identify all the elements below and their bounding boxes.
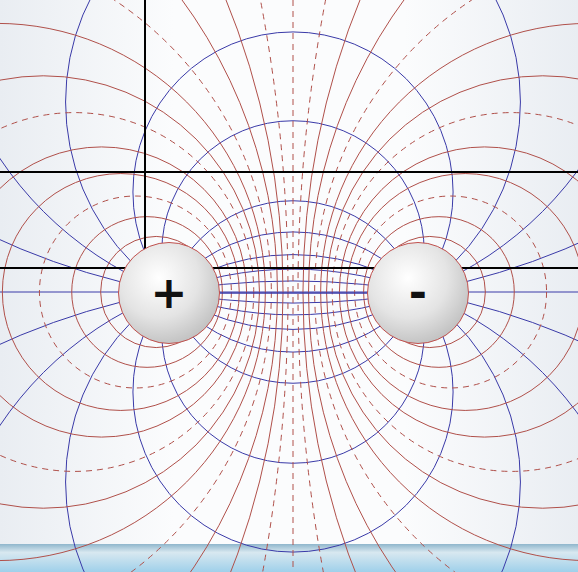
equipotential-line [355,196,547,388]
equipotential-line [72,217,223,368]
equipotential-line [0,147,247,437]
equipotential-line [0,0,283,572]
equipotential-line [347,174,578,411]
positive-charge: + [118,242,220,344]
field-line [0,281,578,572]
midplane-line [293,0,294,572]
equipotential-line [315,0,578,572]
equipotential-line [309,0,578,572]
equipotential-line [327,76,578,508]
equipotential-line [303,0,578,572]
equipotential-line [0,0,277,572]
equipotential-line [0,0,288,572]
field-line [0,292,578,293]
charge-sign: - [409,271,427,315]
equipotential-line [0,0,271,572]
guide-line [0,171,578,173]
equipotential-line [321,23,578,560]
equipotential-line [364,217,515,368]
floor-band [0,544,578,572]
guide-line [0,267,578,269]
guide-line [144,0,146,268]
equipotential-line [0,23,265,560]
field-line [0,0,578,303]
equipotential-line [298,0,578,572]
charge-sign: + [151,271,188,315]
field-line [0,269,578,572]
equipotential-line [39,196,231,388]
negative-charge: - [367,242,469,344]
equipotential-line [332,113,578,472]
field-line-connector [220,292,367,294]
equipotential-line [0,113,254,472]
equipotential-line [2,174,239,411]
equipotential-line [0,76,259,508]
field-line [0,0,578,315]
equipotential-line [339,147,578,437]
